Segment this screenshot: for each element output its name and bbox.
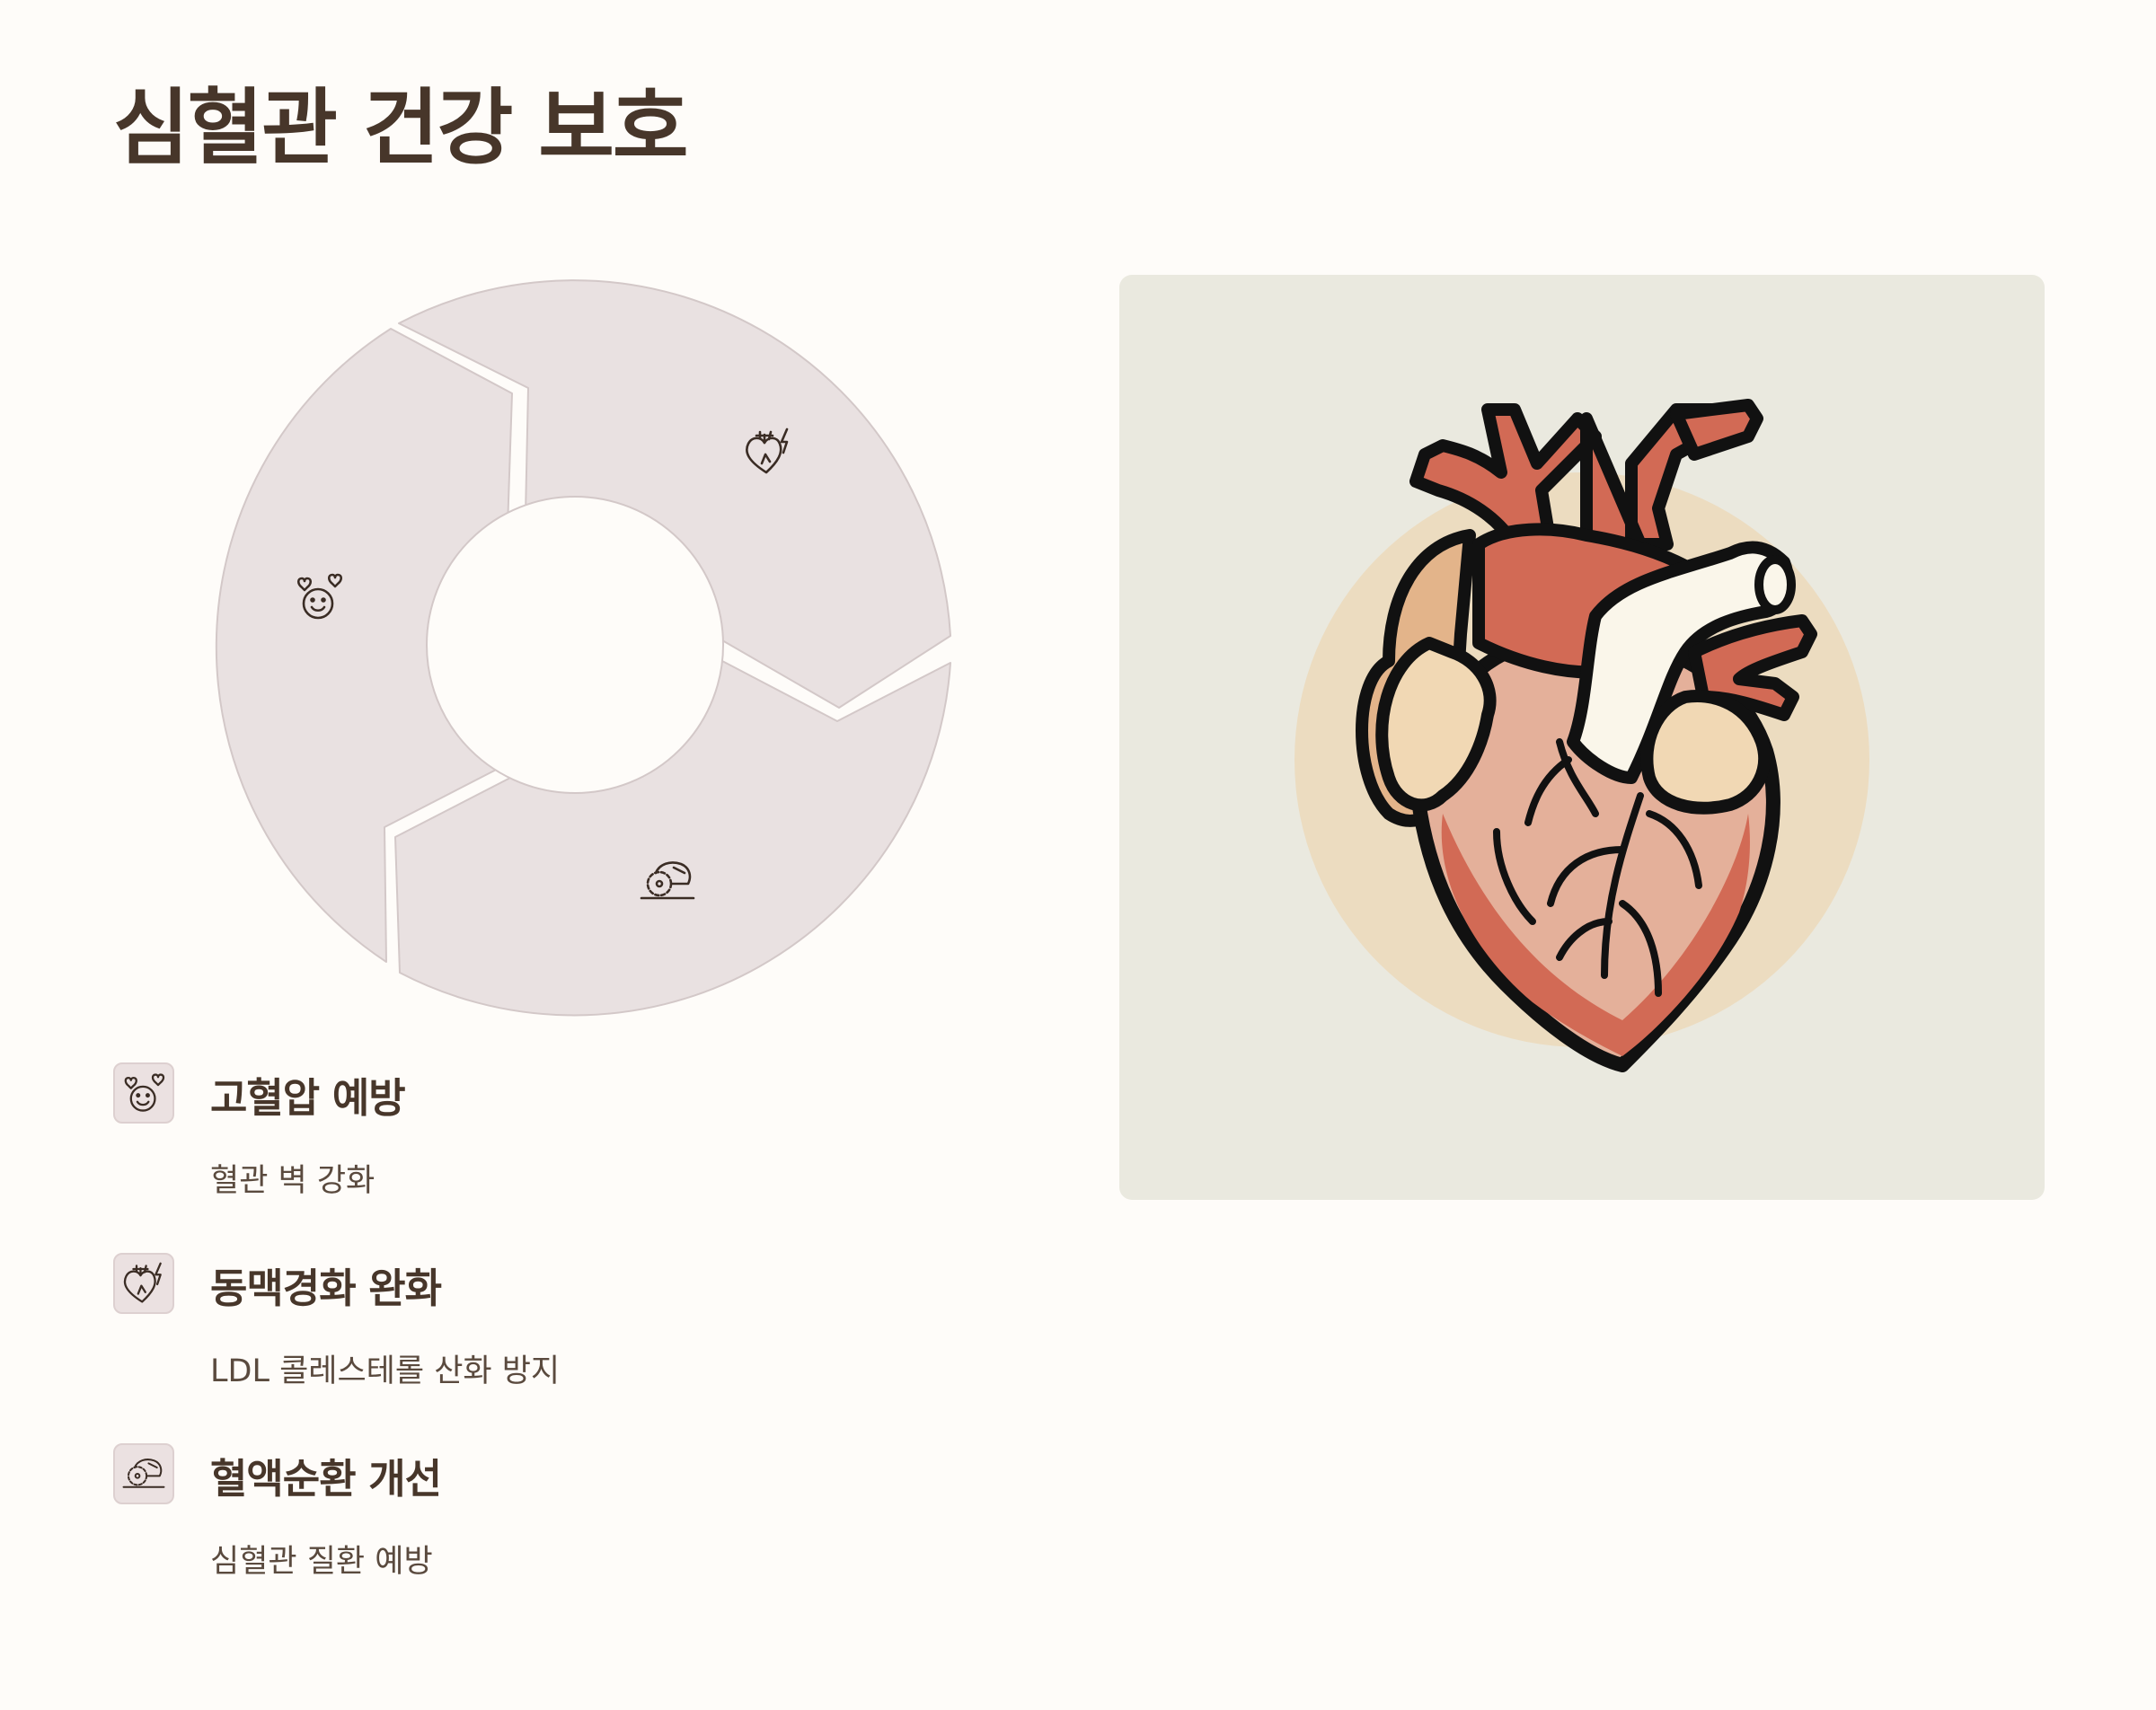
feature-item-hypertension: 고혈압 예방 혈관 벽 강화 — [113, 1060, 922, 1250]
circular-saw-icon — [122, 1459, 165, 1488]
feature-title: 혈액순환 개선 — [210, 1455, 442, 1503]
feature-description: 혈관 벽 강화 — [210, 1163, 376, 1199]
cycle-diagram — [215, 279, 951, 1017]
feature-list: 고혈압 예방 혈관 벽 강화 동맥경화 완화 LDL 콜레스테롤 산화 방지 혈… — [113, 1060, 922, 1631]
heart-lightning-icon — [746, 428, 789, 474]
feature-icon-box — [113, 1443, 174, 1504]
heart-illustration — [1294, 399, 1869, 1072]
feature-description: 심혈관 질환 예방 — [210, 1544, 433, 1580]
heart-illustration-panel — [1119, 275, 2045, 1200]
smiley-hearts-icon — [296, 573, 343, 620]
circular-saw-icon — [640, 861, 695, 900]
feature-item-circulation: 혈액순환 개선 심혈관 질환 예방 — [113, 1441, 922, 1631]
page-title: 심혈관 건강 보호 — [113, 80, 689, 176]
feature-title: 고혈압 예방 — [210, 1074, 406, 1122]
feature-item-arteriosclerosis: 동맥경화 완화 LDL 콜레스테롤 산화 방지 — [113, 1250, 922, 1441]
feature-title: 동맥경화 완화 — [210, 1265, 442, 1312]
feature-icon-box — [113, 1253, 174, 1314]
feature-icon-box — [113, 1062, 174, 1124]
heart-lightning-icon — [123, 1262, 162, 1303]
feature-description: LDL 콜레스테롤 산화 방지 — [210, 1353, 561, 1389]
smiley-hearts-icon — [124, 1073, 165, 1112]
